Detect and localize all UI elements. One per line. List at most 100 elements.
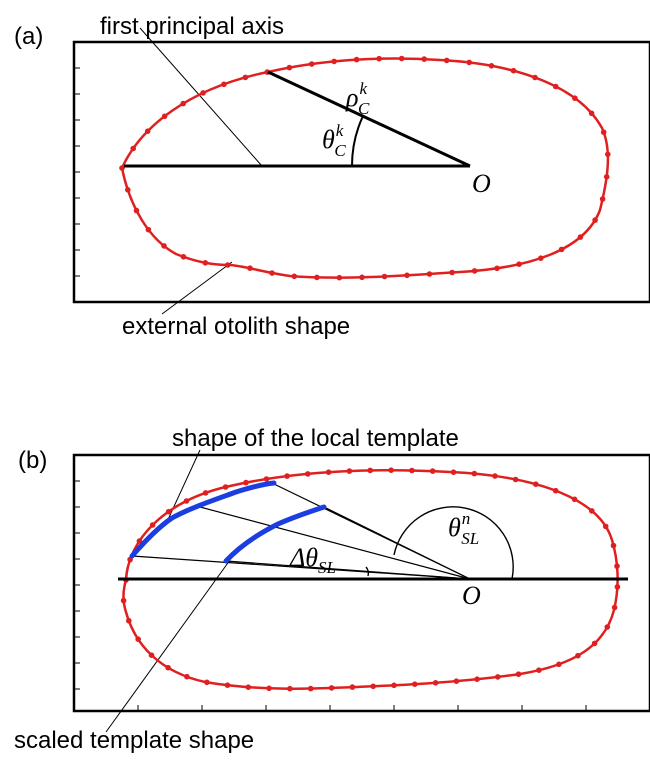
contour-marker [398, 55, 405, 62]
contour-marker [367, 467, 374, 474]
contour-marker [603, 174, 610, 180]
contour-marker [591, 640, 598, 647]
contour-marker [605, 151, 611, 158]
contour-marker [381, 273, 388, 280]
contour-marker [325, 469, 332, 476]
contour-marker [222, 484, 229, 490]
contour-marker [614, 563, 620, 569]
contour-marker [287, 685, 293, 692]
contour-marker [224, 262, 231, 268]
contour-marker [286, 64, 293, 71]
contour-marker [180, 100, 186, 107]
scaled-leader-line [105, 559, 231, 733]
contour-marker [421, 56, 428, 62]
panel-b: (b) shape of the local template scaled t… [14, 425, 650, 754]
first-principal-axis-label: first principal axis [100, 13, 284, 40]
contour-marker [512, 476, 519, 483]
theta-angle-arc [350, 115, 364, 167]
contour-marker [552, 487, 559, 494]
contour-marker [611, 604, 618, 611]
contour-marker [136, 538, 143, 544]
contour-markers-b [120, 467, 621, 692]
contour-marker [119, 165, 125, 171]
contour-marker [443, 57, 450, 64]
contour-marker [412, 681, 418, 687]
contour-marker [391, 682, 397, 689]
contour-marker [426, 271, 433, 277]
contour-marker [370, 683, 377, 690]
contour-marker [536, 667, 542, 673]
contour-marker [135, 636, 141, 642]
contour-marker [538, 255, 544, 261]
contour-marker [532, 74, 538, 81]
contour-marker [353, 56, 360, 63]
contour-marker [600, 129, 607, 135]
panel-b-frame [72, 453, 650, 713]
contour-marker [269, 270, 275, 276]
contour-marker [533, 481, 539, 488]
contour-marker [571, 496, 578, 503]
contour-marker [359, 274, 365, 281]
contour-marker [165, 508, 172, 515]
contour-marker [266, 685, 272, 692]
contour-marker [558, 246, 565, 253]
delta-theta-symbol: ΔθSL [289, 543, 336, 577]
origin-label: O [472, 169, 491, 198]
contour-marker [125, 187, 131, 193]
external-otolith-shape-label: external otolith shape [122, 313, 350, 340]
contour-marker [247, 265, 253, 272]
delta-theta-arc [365, 566, 370, 577]
contour-marker [449, 269, 455, 276]
contour-marker [610, 542, 617, 549]
contour-marker [308, 61, 315, 67]
contour-marker [466, 59, 473, 66]
contour-marker [604, 624, 611, 630]
contour-marker [510, 67, 517, 74]
origin-label-b: O [462, 581, 481, 610]
contour-marker [180, 253, 187, 260]
scaled-template-label: scaled template shape [14, 727, 254, 754]
contour-marker [556, 661, 562, 668]
contour-marker [488, 63, 495, 69]
contour-marker [471, 470, 478, 477]
contour-marker [388, 467, 394, 474]
contour-marker [263, 476, 270, 482]
panel-a: (a) first principal axis external otolit… [14, 13, 650, 340]
axis-leader-line [139, 27, 263, 167]
shape-leader-line [161, 261, 233, 315]
contour-marker [161, 113, 168, 120]
rho-radius-line [267, 70, 471, 168]
contour-marker [204, 679, 210, 686]
contour-marker [305, 471, 311, 477]
contour-marker [614, 584, 621, 590]
local-template-shape [129, 480, 277, 559]
contour-marker [575, 652, 581, 659]
contour-marker [145, 226, 152, 233]
template-rays [131, 483, 471, 580]
contour-marker [183, 498, 190, 504]
contour-marker [346, 468, 353, 474]
contour-marker [450, 469, 457, 476]
contour-marker [432, 680, 439, 686]
contour-marker [492, 473, 498, 479]
contour-marker [130, 145, 136, 152]
contour-marker [404, 272, 410, 279]
contour-marker [592, 217, 598, 223]
contour-marker [161, 243, 167, 249]
contour-markers [119, 55, 611, 281]
contour-marker [148, 652, 155, 658]
contour-marker [471, 268, 478, 274]
panel-b-ticks [74, 480, 587, 711]
contour-marker [453, 678, 460, 684]
contour-marker [307, 685, 314, 692]
panel-a-left-ticks [74, 67, 80, 277]
contour-marker [291, 273, 298, 280]
contour-marker [202, 490, 209, 496]
contour-marker [328, 685, 335, 691]
contour-marker [120, 597, 127, 604]
panel-b-tag: (b) [18, 447, 47, 474]
contour-marker [245, 684, 252, 690]
